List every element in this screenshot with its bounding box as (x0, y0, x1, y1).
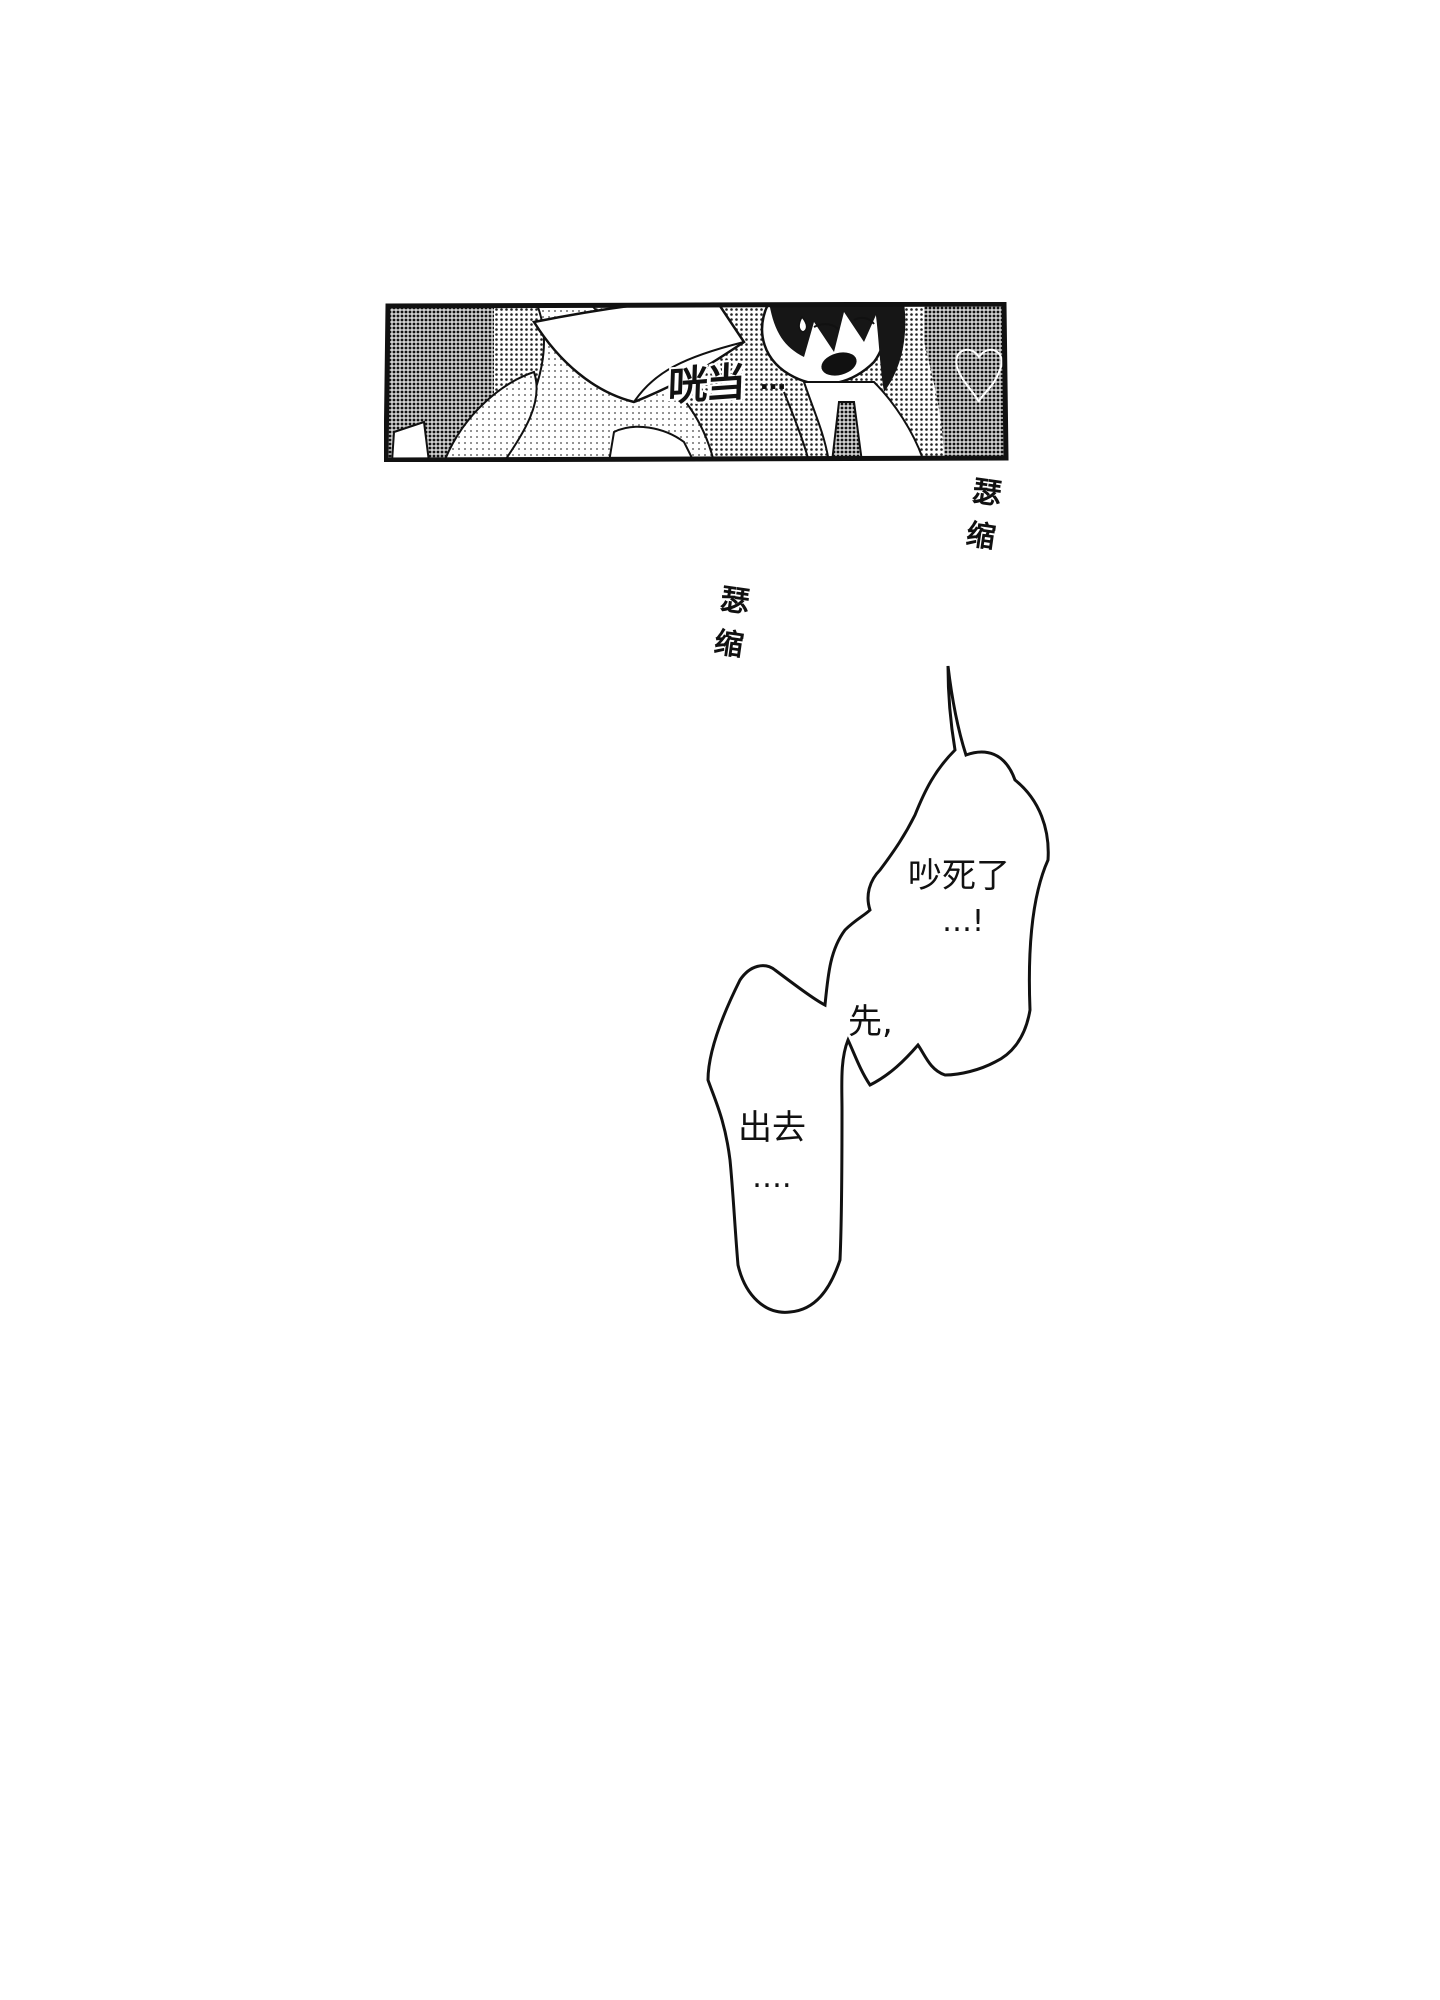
bubble-line-4: 出去 (738, 1108, 806, 1148)
bubble-line-3: 先, (848, 1002, 893, 1042)
manga-panel (384, 302, 1010, 462)
panel-artwork (384, 302, 1009, 462)
bubble-line-2: …! (942, 904, 985, 939)
sfx-clang-ellipsis: … (760, 366, 786, 396)
bubble-line-5: …. (752, 1160, 792, 1195)
bubble-line-1: 吵死了 (908, 856, 1010, 896)
